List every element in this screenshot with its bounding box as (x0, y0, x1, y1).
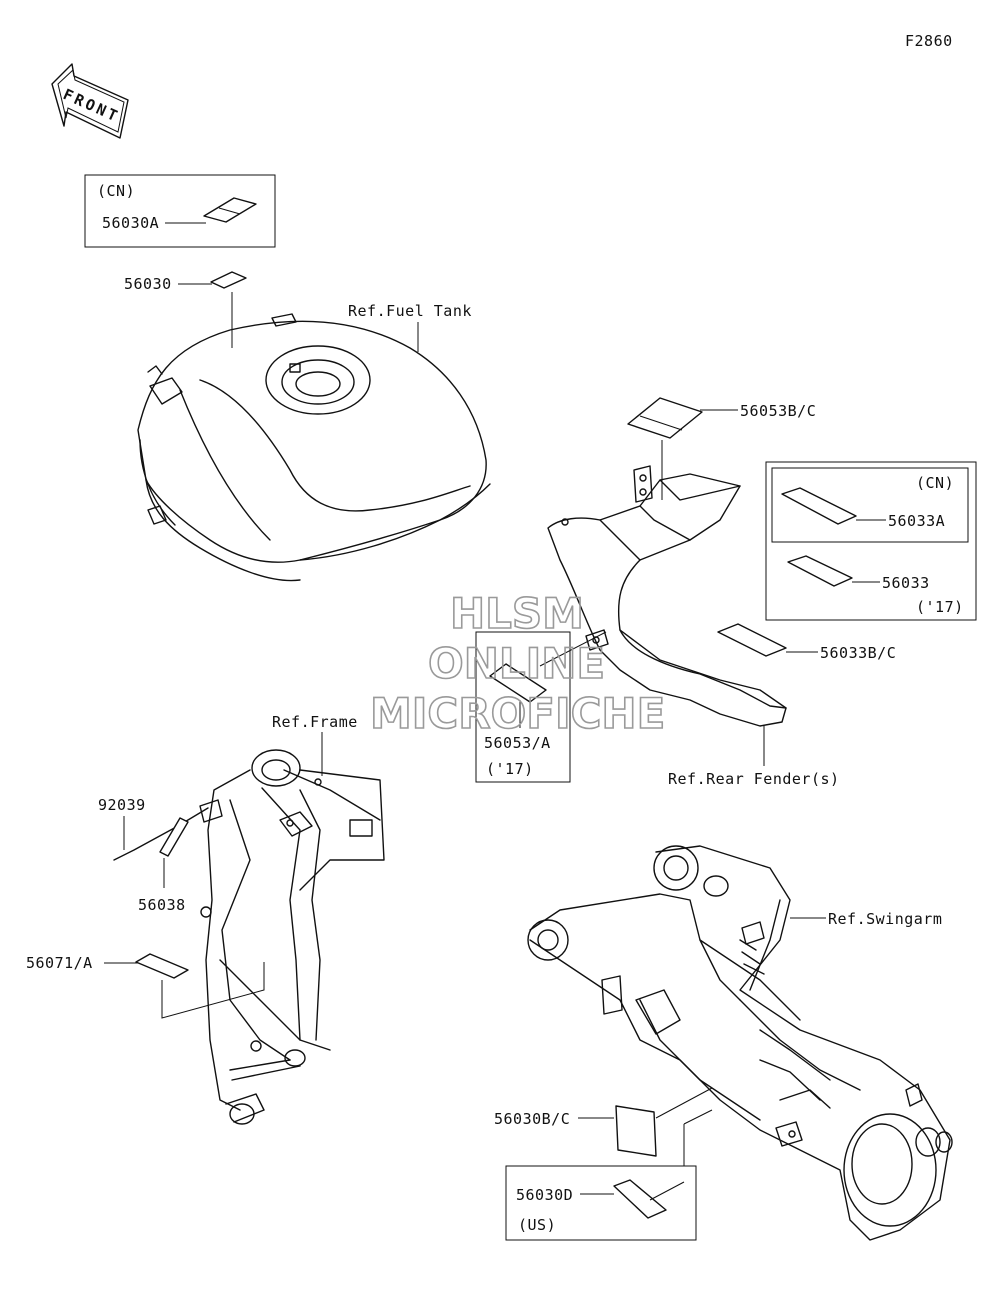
watermark-line-3: MICROFICHE (370, 689, 665, 738)
label-sticker-icon (717, 623, 787, 657)
label-sticker-icon (135, 953, 189, 979)
part-56030-label: 56030 (124, 275, 172, 293)
year-17-label-2: ('17) (486, 760, 534, 778)
part-56033bc-label: 56033B/C (820, 644, 896, 662)
part-56053a-label: 56053/A (484, 734, 551, 752)
cn-region-label: (CN) (97, 182, 135, 200)
label-sticker-icon (489, 663, 547, 703)
year-17-callout-box-2 (475, 631, 571, 783)
label-sticker-icon (615, 1105, 657, 1157)
cn-region-label-2: (CN) (916, 474, 954, 492)
part-56033-label: 56033 (882, 574, 930, 592)
us-callout-box (505, 1165, 697, 1241)
part-56038-label: 56038 (138, 896, 186, 914)
label-sticker-icon (613, 1179, 667, 1219)
rear-fender-drawing (547, 465, 787, 727)
us-region-label: (US) (518, 1216, 556, 1234)
label-sticker-icon (627, 397, 703, 439)
label-sticker-icon (787, 555, 853, 587)
part-56030d-label: 56030D (516, 1186, 573, 1204)
ref-swingarm-label: Ref.Swingarm (828, 910, 942, 928)
label-sticker-icon (210, 271, 247, 289)
ref-rear-fender-label: Ref.Rear Fender(s) (668, 770, 840, 788)
cn-callout-box-2 (771, 467, 969, 543)
diagram-code: F2860 (905, 32, 953, 50)
cn-callout-box (84, 174, 276, 248)
label-sticker-icon (203, 197, 257, 223)
sticker-roll-icon (159, 817, 189, 857)
ref-frame-label: Ref.Frame (272, 713, 358, 731)
part-56053bc-label: 56053B/C (740, 402, 816, 420)
year-17-label: ('17) (916, 598, 964, 616)
part-56030bc-label: 56030B/C (494, 1110, 570, 1128)
swingarm-drawing (527, 845, 953, 1241)
part-56030a-label: 56030A (102, 214, 159, 232)
year-17-callout-box (765, 461, 977, 621)
part-56071a-label: 56071/A (26, 954, 93, 972)
ref-fuel-tank-label: Ref.Fuel Tank (348, 302, 472, 320)
frame-drawing (199, 749, 385, 1125)
part-92039-label: 92039 (98, 796, 146, 814)
part-56033a-label: 56033A (888, 512, 945, 530)
watermark-line-1: HLSM (450, 589, 584, 638)
front-arrow-icon: FRONT (51, 63, 129, 139)
label-sticker-icon (781, 487, 857, 525)
wire-clamp-icon (113, 807, 209, 861)
watermark-line-2: ONLINE (428, 639, 605, 688)
fuel-tank-drawing (137, 313, 491, 582)
